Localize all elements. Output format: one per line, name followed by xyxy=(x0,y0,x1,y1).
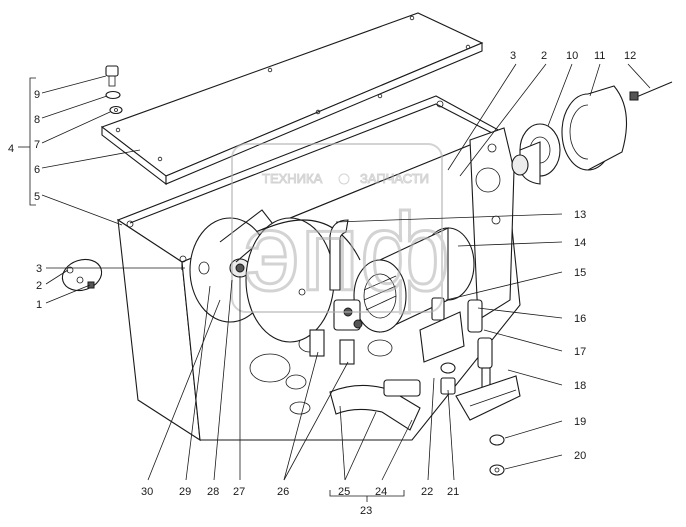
stud-assembly xyxy=(455,299,521,421)
callout-25: 25 xyxy=(338,486,350,498)
callout-2: 2 xyxy=(36,280,42,292)
callout-12: 12 xyxy=(624,50,636,62)
callout-10: 10 xyxy=(566,50,578,62)
callout-3: 3 xyxy=(36,263,42,275)
small-cover-left xyxy=(61,258,103,292)
watermark-text-right: ЗАПЧАСТИ xyxy=(360,171,429,186)
callout-22: 22 xyxy=(421,486,433,498)
callout-16: 16 xyxy=(574,313,586,325)
callout-1: 1 xyxy=(36,299,42,311)
callout-8: 8 xyxy=(34,114,40,126)
callout-26: 26 xyxy=(277,486,289,498)
callout-14: 14 xyxy=(574,237,586,249)
callout-labels: 9 8 7 4 6 5 3 2 1 3 2 10 11 12 13 14 15 … xyxy=(8,50,636,517)
callout-15: 15 xyxy=(574,267,586,279)
callout-11: 11 xyxy=(594,50,605,62)
callout-5: 5 xyxy=(34,191,40,203)
washers-right xyxy=(489,434,505,476)
watermark: ТЕХНИКА ЗАПЧАСТИ эпф xyxy=(231,143,452,316)
callout-20: 20 xyxy=(574,450,586,462)
callout-3-top: 3 xyxy=(510,50,516,62)
callout-30: 30 xyxy=(141,486,153,498)
housing xyxy=(116,95,521,442)
exploded-flange-cap xyxy=(511,81,673,185)
fastener-stack xyxy=(105,65,123,115)
lower-pipe xyxy=(329,379,421,431)
cover-plate xyxy=(100,12,484,186)
callout-18: 18 xyxy=(574,380,586,392)
callout-27: 27 xyxy=(233,486,245,498)
leader-lines xyxy=(18,63,651,502)
callout-19: 19 xyxy=(574,416,586,428)
watermark-logo: эпф xyxy=(244,191,450,314)
callout-2-top: 2 xyxy=(541,50,547,62)
callout-9: 9 xyxy=(34,89,40,101)
callout-23: 23 xyxy=(360,505,372,517)
callout-17: 17 xyxy=(574,346,586,358)
callout-24: 24 xyxy=(375,486,387,498)
watermark-text-left: ТЕХНИКА xyxy=(262,171,323,186)
pipe xyxy=(329,219,349,291)
callout-29: 29 xyxy=(179,486,191,498)
callout-6: 6 xyxy=(34,164,40,176)
nut-and-washer xyxy=(440,362,456,395)
callout-28: 28 xyxy=(207,486,219,498)
callout-4: 4 xyxy=(8,143,14,155)
callout-21: 21 xyxy=(447,486,459,498)
callout-13: 13 xyxy=(574,209,586,221)
callout-7: 7 xyxy=(34,139,40,151)
